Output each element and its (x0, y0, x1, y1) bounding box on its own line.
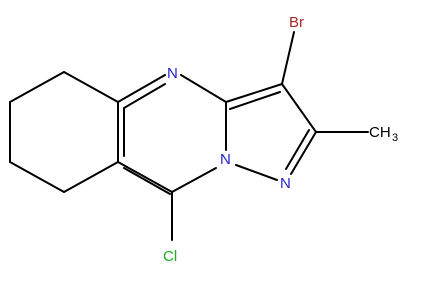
bond-c-methyl-n-pyrazole (290, 131, 317, 175)
bond-n-bridge-c-cl (171, 167, 217, 193)
atom-n-bridge-label: N (220, 151, 231, 168)
atom-n-pyrazole-label: N (280, 175, 291, 192)
bonds (9, 31, 369, 241)
bond-n-top-c-fused (180, 74, 227, 103)
bond-c4-c3 (63, 161, 119, 193)
bond-c1-c2 (63, 71, 119, 103)
atom-methyl-label: CH (369, 124, 391, 141)
bond-c3-c-cl-double (123, 167, 171, 195)
bond-c-methyl-n-pyrazole-double (285, 129, 310, 170)
bond-c2-n-top-double (123, 83, 166, 109)
atom-methyl-subscript: 3 (392, 132, 398, 144)
bond-c-br-c-methyl (281, 83, 317, 133)
bond-c-br (281, 31, 295, 85)
bond-c-fused-c-br-double (229, 91, 281, 110)
atom-n-top-label: N (167, 65, 178, 82)
bond-c3-c-cl (117, 161, 173, 193)
atom-br-label: Br (289, 14, 304, 31)
atom-labels: Br N N N Cl CH 3 (163, 14, 398, 265)
bond-c5-c4 (9, 161, 65, 193)
bond-c2-n-top (117, 74, 166, 103)
bond-c1-c6 (9, 71, 65, 103)
atom-cl-label: Cl (163, 248, 177, 265)
bond-c-fused-c-br (225, 83, 283, 103)
bond-n-pyrazole-n-bridge (235, 164, 278, 181)
